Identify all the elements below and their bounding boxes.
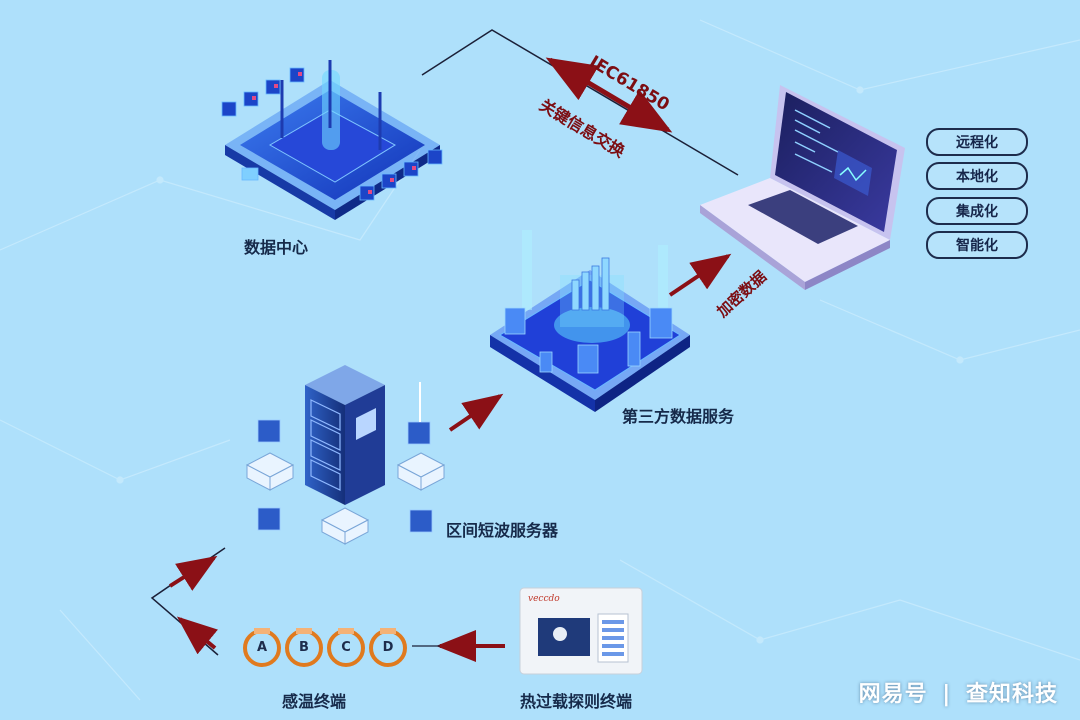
- label-overload-terminal: 热过载探则终端: [520, 692, 633, 711]
- label-data-center: 数据中心: [244, 238, 309, 257]
- return-path: [150, 547, 226, 656]
- server-cluster-graphic: [245, 365, 446, 545]
- exchange-arrow: [545, 57, 673, 133]
- sensor-rings: [243, 628, 407, 667]
- sensor-letter-c: C: [341, 640, 351, 655]
- watermark-site: 网易号: [858, 682, 928, 707]
- label-section-server: 区间短波服务器: [446, 521, 559, 540]
- return-arrow-upper: [168, 555, 218, 591]
- return-arrow-lower: [176, 616, 218, 655]
- feature-local: 本地化: [926, 162, 1028, 190]
- sensor-letter-b: B: [299, 640, 309, 655]
- connections: [150, 29, 739, 662]
- feature-remote: 远程化: [926, 128, 1028, 156]
- watermark-divider: |: [942, 682, 952, 707]
- background-network: [0, 19, 1080, 701]
- feature-integrated: 集成化: [926, 197, 1028, 225]
- server-to-platform-arrow: [448, 393, 504, 432]
- feature-intelligent: 智能化: [926, 231, 1028, 259]
- watermark-account: 查知科技: [965, 682, 1058, 707]
- sensor-letter-d: D: [382, 640, 394, 655]
- device-brand: veccdo: [528, 594, 560, 604]
- watermark: 网易号 | 查知科技: [859, 676, 1058, 708]
- laptop-graphic: [700, 85, 905, 290]
- exchange-line: [421, 29, 739, 176]
- label-sensor-terminal: 感温终端: [282, 692, 347, 711]
- sensor-letter-a: A: [256, 640, 268, 655]
- third-party-graphic: [490, 230, 690, 412]
- data-center-graphic: [221, 60, 443, 220]
- overload-terminal-device: [519, 587, 643, 675]
- label-third-party: 第三方数据服务: [622, 407, 735, 426]
- encrypted-arrow: [668, 253, 732, 297]
